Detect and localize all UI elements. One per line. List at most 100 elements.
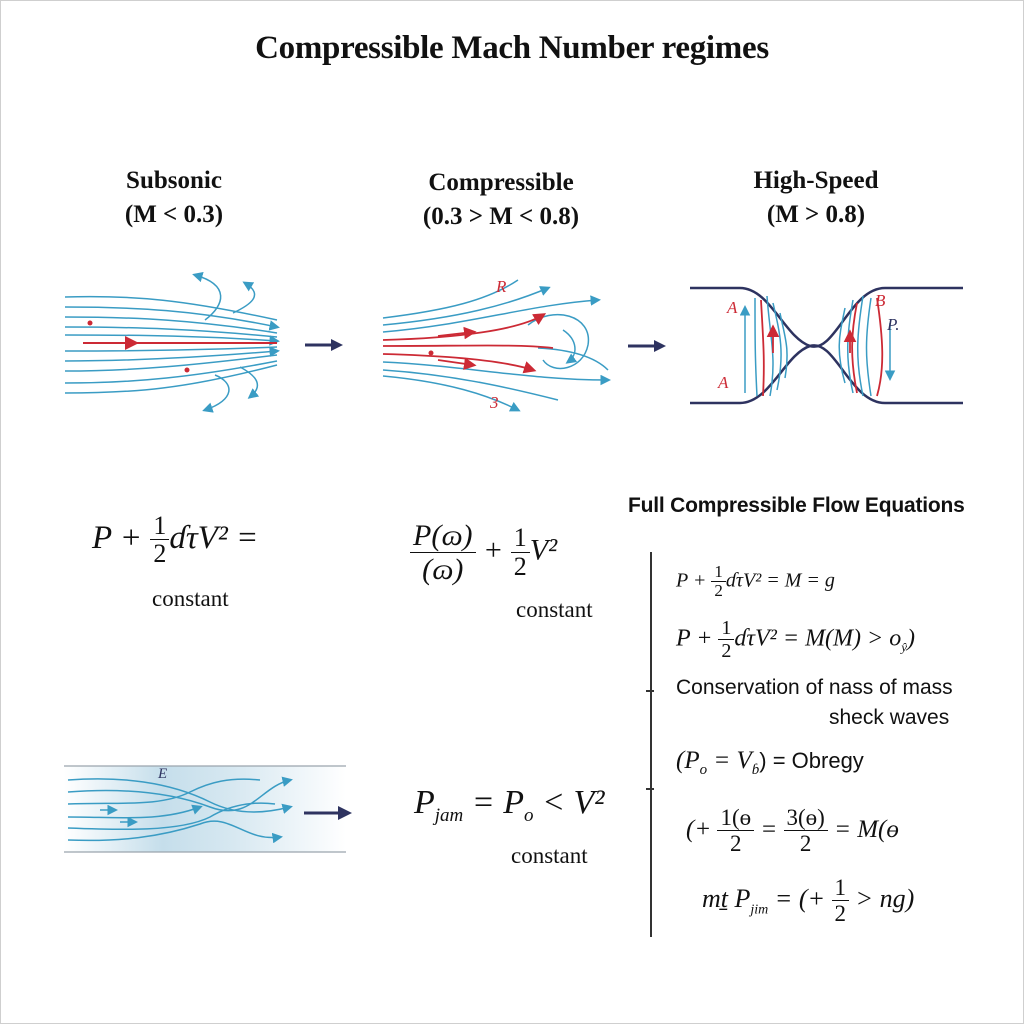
- panel-line4-num: 1(ɵ: [717, 805, 755, 832]
- eq3-sub2: o: [524, 804, 534, 826]
- flow-label-3: 3: [489, 393, 499, 412]
- streamline: [64, 295, 278, 321]
- panel-line4-frac2: 3(ɵ)2: [783, 805, 828, 857]
- streamline: [64, 360, 278, 384]
- streamline: [202, 374, 230, 413]
- panel-line1-den: 2: [714, 580, 723, 600]
- streamline: [67, 804, 203, 819]
- transition-arrow-1: [305, 339, 343, 351]
- panel-text-conservation: Conservation of nass of mass: [676, 676, 953, 699]
- eq2-num2: 1: [510, 524, 530, 553]
- red-streamline: [382, 313, 547, 341]
- eq3-constant: constant: [511, 843, 588, 868]
- regime-highspeed-range: (M > 0.8): [766, 201, 866, 228]
- flow-label-p: P.: [886, 315, 899, 334]
- red-arrow: [437, 357, 477, 370]
- regime-subsonic-name: Subsonic: [126, 167, 222, 194]
- eq3-p: P: [414, 784, 435, 821]
- panel-line2-den: 2: [721, 640, 732, 662]
- streamline: [527, 313, 590, 370]
- subsonic-streamlines-diagram: [64, 272, 280, 413]
- red-particle: [87, 320, 93, 326]
- equation-jam: Pjam = Po < V²: [414, 784, 604, 827]
- panel-line3-post: ) = Obregy: [759, 748, 864, 773]
- streamline: [67, 820, 283, 844]
- flow-label-r: R: [495, 277, 507, 296]
- streamline: [382, 369, 559, 401]
- panel-line5-pre: mṯ P: [702, 884, 751, 914]
- eq2-fraction-1: P(ɷ)(ɷ): [410, 520, 476, 586]
- eq2-rhs: V²: [529, 533, 558, 567]
- eq2-mid: +: [475, 533, 511, 567]
- red-streamline: [851, 302, 858, 394]
- streamline: [64, 346, 280, 362]
- panel-line2-num: 1: [718, 618, 735, 640]
- streamline: [382, 286, 551, 326]
- panel-line3-sub: o: [699, 762, 708, 778]
- streamline: [67, 776, 293, 812]
- nozzle-wall-top: [690, 286, 963, 348]
- streamline: [64, 354, 278, 372]
- red-streamline: [382, 353, 537, 374]
- panel-line1-post: ɗτV² = M = g: [725, 569, 835, 592]
- regime-subsonic: Subsonic (M < 0.3): [44, 164, 304, 232]
- panel-line4-den: 2: [730, 831, 742, 857]
- eq2-constant: constant: [516, 597, 593, 622]
- streamline: [64, 346, 278, 352]
- panel-line5-num: 1: [831, 875, 850, 902]
- streamline: [856, 295, 864, 397]
- panel-line4-den2: 2: [799, 831, 812, 857]
- panel-line5-mid: = (+: [768, 884, 832, 914]
- flow-label-a-bottom: A: [717, 373, 729, 392]
- streamline: [537, 347, 609, 371]
- streamline: [382, 295, 601, 333]
- streamline: [865, 297, 872, 397]
- transition-arrow-2: [628, 340, 666, 352]
- highspeed-nozzle-diagram: A A B P.: [690, 286, 963, 405]
- duct-label-e: E: [157, 766, 167, 782]
- red-streamline: [382, 344, 554, 349]
- streamline: [64, 364, 278, 394]
- streamline: [67, 778, 261, 805]
- panel-line4-num2: 3(ɵ): [783, 805, 828, 832]
- eq1-rhs: ɗτV² =: [169, 520, 259, 557]
- red-particle: [184, 367, 190, 373]
- compressible-streamlines-diagram: R 3: [382, 277, 611, 412]
- red-streamline: [876, 297, 884, 397]
- panel-line4-mid: =: [754, 815, 784, 843]
- streamline: [754, 297, 758, 397]
- red-particle: [428, 350, 434, 356]
- streamline: [382, 361, 611, 386]
- streamline: [64, 316, 278, 334]
- page-title: Compressible Mach Number regimes: [255, 30, 769, 66]
- regime-compressible-range: (0.3 > M < 0.8): [422, 203, 580, 230]
- regime-subsonic-range: (M < 0.3): [124, 201, 224, 228]
- red-arrow: [437, 326, 477, 340]
- panel-tick: [646, 690, 654, 692]
- streamline: [67, 802, 276, 831]
- regime-compressible: Compressible (0.3 > M < 0.8): [371, 166, 631, 234]
- streamline: [772, 302, 782, 391]
- panel-divider: [650, 552, 652, 937]
- duct-output-arrow: [304, 806, 352, 820]
- panel-line3-mid: = V: [707, 747, 752, 774]
- eq1-constant: constant: [152, 586, 229, 611]
- duct-flow-diagram: E: [64, 765, 346, 853]
- streamline: [64, 326, 278, 338]
- eq3-rest2: < V²: [533, 784, 605, 821]
- streamline: [382, 375, 521, 412]
- streamline: [847, 299, 854, 394]
- panel-tick: [646, 788, 654, 790]
- streamline: [382, 279, 519, 319]
- panel-line1-num: 1: [711, 563, 726, 582]
